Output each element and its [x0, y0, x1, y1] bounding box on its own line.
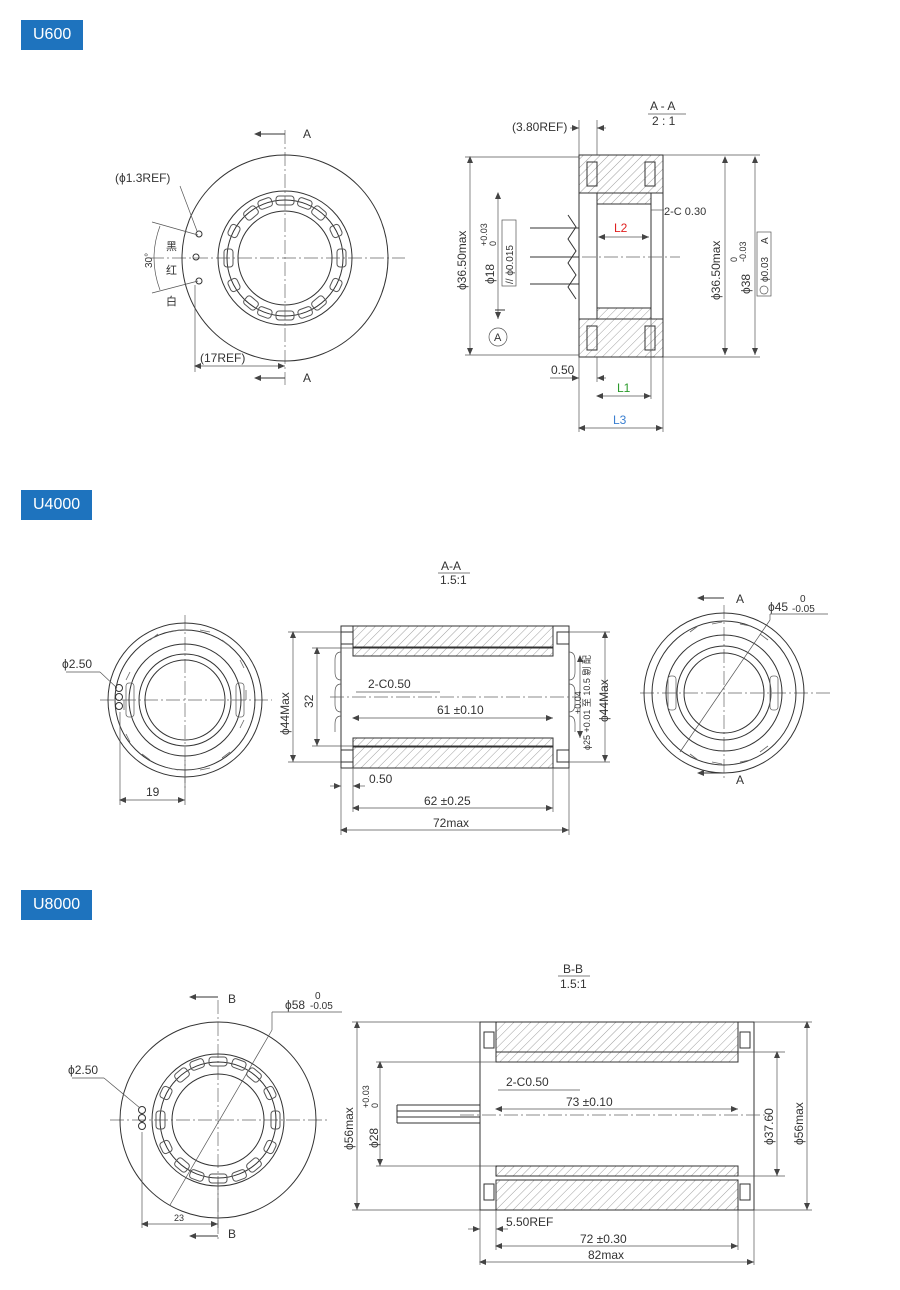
u4000-section-view: A-A 1.5:1 ϕ44Max 32 2-C0.50 61 ±0.10	[278, 559, 611, 835]
u600-cut-mark-bottom: A	[303, 371, 311, 385]
u600-outer-dia-right: ϕ36.50max	[709, 241, 723, 300]
u8000-chamfer: 2-C0.50	[506, 1075, 549, 1089]
u4000-dim-19: 19	[146, 785, 160, 799]
u600-runout: ϕ0.03	[760, 256, 771, 282]
u4000-right-slots	[667, 621, 779, 765]
u4000-dia-45-tol-lower: -0.05	[792, 604, 815, 615]
u600-ref-17: (17REF)	[200, 351, 245, 365]
u4000-badge: U4000	[21, 490, 93, 520]
u4000-inner-len: 61 ±0.10	[437, 703, 484, 717]
u4000-core-len: 62 ±0.25	[424, 794, 471, 808]
u4000-total-len: 72max	[433, 816, 469, 830]
u600-runout-datum: A	[760, 237, 771, 244]
u8000-badge: U8000	[21, 890, 93, 920]
u8000-dia-58-tol-lower: -0.05	[310, 1001, 333, 1012]
u4000-cut-mark-top: A	[736, 592, 744, 606]
u4000-dia-250: ϕ2.50	[62, 657, 92, 671]
u8000-dia-58-tol-upper: 0	[315, 991, 321, 1002]
u4000-outer-dia: ϕ44Max	[278, 692, 292, 735]
u4000-outer-dia-right: ϕ44Max	[597, 679, 611, 722]
u600-datum: A	[494, 332, 502, 344]
u600-section-scale: 2 : 1	[652, 114, 676, 128]
u600-section-view: A - A 2 : 1 ϕ36.50max ϕ18 +0.03 0 // ϕ0.…	[455, 99, 772, 432]
u4000-section-scale: 1.5:1	[440, 573, 467, 587]
u4000-dia-45-tol-upper: 0	[800, 594, 806, 605]
u4000-section-title: A-A	[441, 559, 461, 573]
u600-bore-tol-upper: +0.03	[479, 223, 489, 246]
u600-wire-white: 白	[166, 294, 177, 308]
u600-angle: 30°	[144, 253, 155, 268]
u4000-bore-tol: +0.04	[573, 691, 583, 714]
u600-cut-mark-top: A	[303, 127, 311, 141]
u4000-left-view: ϕ2.50 19	[62, 615, 272, 805]
u4000-end-windings	[334, 651, 576, 732]
u8000-dia-58: ϕ58	[285, 998, 305, 1012]
u600-outer-dia-left: ϕ36.50max	[455, 231, 469, 290]
u8000-section-scale: 1.5:1	[560, 977, 587, 991]
u8000-cut-mark-top: B	[228, 992, 236, 1006]
u600-housing-tol-lower: -0.03	[738, 241, 748, 262]
u8000-section-view: B-B 1.5:1 ϕ56max ϕ28 +0.03 0 2-C0.50 73 …	[342, 962, 812, 1265]
u600-chamfer: 2-C 0.30	[664, 206, 706, 218]
u8000-bore-tol-lower: 0	[370, 1103, 380, 1108]
u600-wire-black: 黑	[166, 240, 177, 253]
u600-l3: L3	[613, 413, 627, 427]
u600-bore-tol-lower: 0	[488, 241, 498, 246]
u8000-dia-250: ϕ2.50	[68, 1063, 98, 1077]
u600-section-title: A - A	[650, 99, 675, 113]
u8000-bore-dia: ϕ28	[367, 1128, 381, 1148]
u600-ref-3-80: (3.80REF)	[512, 120, 567, 134]
u600-ref-1-3: (ϕ1.3REF)	[115, 171, 170, 185]
u4000-chamfer: 2-C0.50	[368, 677, 411, 691]
u4000-left-slots	[123, 629, 247, 771]
u8000-front-view: ϕ2.50 ϕ58 0 -0.05 B B 23	[68, 991, 342, 1241]
u8000-coil-slots	[155, 1056, 281, 1184]
u8000-outer-dia-left: ϕ56max	[342, 1107, 356, 1150]
u8000-core-len: 72 ±0.30	[580, 1232, 627, 1246]
u8000-dia-3760: ϕ37.60	[762, 1108, 776, 1145]
u8000-dim-23: 23	[174, 1213, 184, 1223]
u8000-ref-550: 5.50REF	[506, 1215, 553, 1229]
u600-l1: L1	[617, 381, 631, 395]
u4000-dim-050: 0.50	[369, 772, 393, 786]
u4000-right-view: ϕ45 0 -0.05 A A	[640, 592, 830, 787]
u600-coil-slots	[223, 195, 347, 321]
u600-housing-tol-upper: 0	[729, 257, 739, 262]
u600-dim-050: 0.50	[551, 363, 575, 377]
u4000-bore-note: ϕ25 +0.01 至 10.5 剔 配	[582, 655, 592, 750]
u4000-cut-mark-bottom: A	[736, 773, 744, 787]
u4000-dim-32: 32	[302, 694, 316, 708]
u8000-total-len: 82max	[588, 1248, 624, 1262]
u600-front-view: (ϕ1.3REF) (17REF) 30° 黑 红 白 A A	[115, 127, 405, 385]
u8000-section-title: B-B	[563, 962, 583, 976]
u600-wire-red: 红	[166, 264, 177, 277]
u600-housing-dia: ϕ38	[739, 274, 753, 294]
u4000-dia-45: ϕ45	[768, 600, 788, 614]
u600-badge: U600	[21, 20, 84, 50]
u8000-cut-mark-bottom: B	[228, 1227, 236, 1241]
u600-l2: L2	[614, 221, 628, 235]
u8000-outer-dia-right: ϕ56max	[792, 1102, 806, 1145]
u8000-bore-tol-upper: +0.03	[361, 1085, 371, 1108]
u600-bore-dia: ϕ18	[483, 264, 497, 284]
u600-parallel-tol: // ϕ0.015	[505, 245, 516, 284]
u8000-inner-len: 73 ±0.10	[566, 1095, 613, 1109]
